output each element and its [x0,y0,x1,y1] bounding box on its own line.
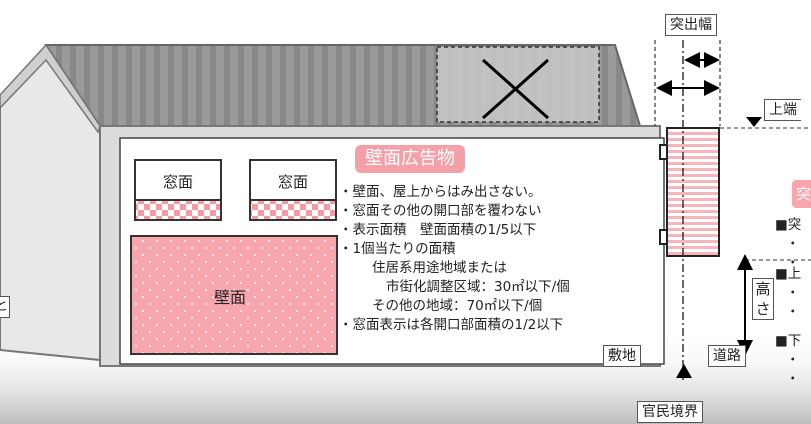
boundary-label: 官民境界 [637,401,703,423]
wall-area-sign [130,235,338,355]
roof-edge [0,43,101,134]
rule-1: ・壁面、屋上からはみ出さない。 [339,184,542,200]
window-2-sign [249,199,337,221]
right-panel-line-4: ■上 [775,266,802,282]
rule-4-sub-2: 市街化調整区域：30㎡以下/個 [386,279,570,295]
right-panel-line-7: ■下 [775,333,802,349]
right-panel-line-6: ・ [786,304,800,320]
rule-4-sub-3: その他の地域：70㎡以下/個 [372,298,543,314]
rule-4-sub-1: 住居系用途地域または [372,260,507,276]
right-panel-line-5: ・ [786,285,800,301]
projecting-sign-title-partial: 突 [792,180,811,208]
height-label-char-2: さ [755,300,771,318]
projection-width-label: 突出幅 [665,14,717,36]
left-cutoff-label: と [0,296,10,318]
right-panel-line-9: ・ [786,371,800,387]
site-label: 敷地 [603,345,641,367]
rule-5: ・窓面表示は各開口部面積の1/2以下 [339,317,564,333]
window-2-label: 窓面 [277,173,308,191]
height-label: 高さ [752,278,774,320]
top-end-marker [746,117,762,127]
rooftop-sign-prohibited [436,46,600,123]
road-label: 道路 [708,345,746,367]
window-1-sign [134,199,222,221]
projecting-sign [666,127,720,257]
right-panel-line-2: ・ [786,236,800,252]
top-end-label: 上端 [764,99,801,121]
rule-3: ・表示面積 壁面面積の1/5以下 [339,222,537,238]
sign-bracket-bottom [659,229,668,245]
right-panel-line-3: ・ [786,255,800,271]
sign-bracket-top [659,144,668,160]
window-2 [249,159,337,201]
right-panel-line-1: ■突 [775,217,802,233]
right-panel-line-8: ・ [786,352,800,368]
boundary-marker [676,364,692,378]
window-1-label: 窓面 [162,173,193,191]
wall-sign-title: 壁面広告物 [355,145,465,173]
window-1 [134,159,222,201]
wall-area-label: 壁面 [214,288,247,307]
height-label-char-1: 高 [755,280,771,298]
rule-4: ・1個当たりの面積 [339,241,456,257]
rule-2: ・窓面その他の開口部を覆わない [339,203,542,219]
